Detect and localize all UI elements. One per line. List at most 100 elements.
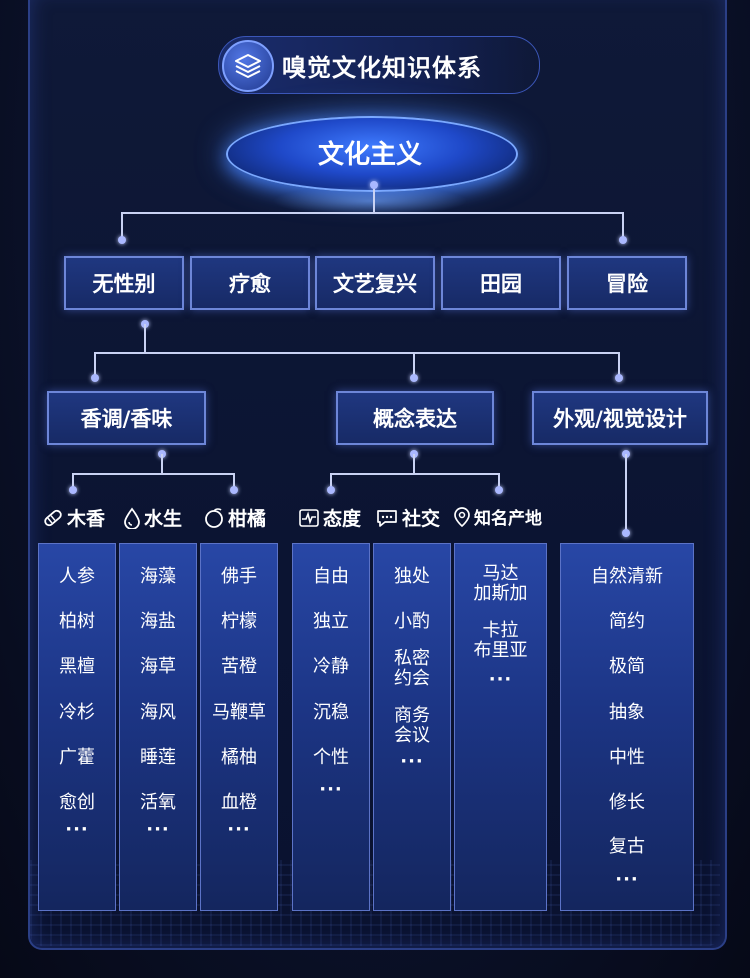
category-water: 水生: [123, 504, 182, 531]
connector-dot: [118, 236, 126, 244]
list-item: 复古: [609, 836, 645, 857]
list-item: 黑檀: [59, 656, 95, 677]
list-citrus: 佛手柠檬苦橙马鞭草橘柚血橙···: [200, 543, 278, 911]
node-healing: 疗愈: [190, 256, 310, 310]
list-item: 海盐: [140, 611, 176, 632]
list-wood: 人参柏树黑檀冷杉广藿愈创···: [38, 543, 116, 911]
list-item: 自然清新: [591, 566, 663, 587]
list-item: 商务 会议: [394, 705, 430, 746]
layers-icon: [222, 40, 274, 92]
list-item: 血橙: [221, 792, 257, 813]
list-item: 睡莲: [140, 747, 176, 768]
category-attitude: 态度: [298, 504, 361, 531]
list-item: 抽象: [609, 702, 645, 723]
chat-bubble-icon: [375, 507, 399, 529]
node-fragrance-notes: 香调/香味: [47, 391, 206, 445]
connector-dot: [410, 374, 418, 382]
list-item: 柠檬: [221, 611, 257, 632]
connector: [618, 352, 620, 376]
list-item: 海草: [140, 656, 176, 677]
list-item: 卡拉 布里亚: [473, 620, 528, 661]
list-item: 冷杉: [59, 702, 95, 723]
list-social: 独处小酌私密 约会商务 会议···: [373, 543, 451, 911]
connector: [413, 454, 415, 474]
connector: [144, 324, 146, 353]
connector-dot: [622, 529, 630, 537]
title-banner: [218, 36, 540, 94]
more-ellipsis: ···: [400, 751, 424, 772]
list-item: 小酌: [394, 611, 430, 632]
connector: [413, 352, 415, 376]
category-social: 社交: [375, 504, 440, 531]
connector: [94, 352, 96, 376]
connector-dot: [230, 486, 238, 494]
connector-dot: [69, 486, 77, 494]
list-item: 广藿: [59, 747, 95, 768]
connector: [72, 473, 74, 489]
list-item: 私密 约会: [394, 648, 430, 689]
citrus-icon: [203, 507, 225, 529]
node-genderless: 无性别: [64, 256, 184, 310]
list-item: 橘柚: [221, 747, 257, 768]
connector: [233, 473, 235, 489]
node-concept-expression: 概念表达: [336, 391, 494, 445]
category-attitude-label: 态度: [323, 508, 362, 530]
more-ellipsis: ···: [65, 819, 89, 840]
root-node-label: 文化主义: [317, 140, 422, 170]
category-social-label: 社交: [402, 508, 441, 530]
list-item: 个性: [313, 747, 349, 768]
root-glow: [272, 186, 468, 216]
pulse-chart-icon: [298, 507, 320, 529]
list-attitude: 自由独立冷静沉稳个性···: [292, 543, 370, 911]
connector: [72, 473, 235, 475]
water-drop-icon: [123, 507, 141, 529]
list-item: 海风: [140, 702, 176, 723]
more-ellipsis: ···: [488, 669, 513, 690]
list-item: 冷静: [313, 656, 349, 677]
more-ellipsis: ···: [227, 819, 251, 840]
list-origin: 马达 加斯加卡拉 布里亚 ···: [454, 543, 547, 911]
list-item: 柏树: [59, 611, 95, 632]
connector: [498, 473, 500, 489]
node-adventure: 冒险: [567, 256, 687, 310]
connector: [625, 454, 627, 532]
list-item: 佛手: [221, 566, 257, 587]
connector: [622, 212, 624, 238]
category-water-label: 水生: [144, 508, 183, 530]
connector: [121, 212, 624, 214]
connector-dot: [91, 374, 99, 382]
connector: [161, 454, 163, 474]
list-visual: 自然清新简约极简抽象中性修长复古···: [560, 543, 694, 911]
location-pin-icon: [453, 506, 471, 528]
category-citrus-label: 柑橘: [228, 508, 267, 530]
node-renaissance: 文艺复兴: [315, 256, 435, 310]
category-wood-label: 木香: [67, 508, 106, 530]
category-origin: 知名产地: [453, 504, 542, 529]
category-citrus: 柑橘: [203, 504, 266, 531]
list-water: 海藻海盐海草海风睡莲活氧···: [119, 543, 197, 911]
connector-dot: [370, 181, 378, 189]
list-item: 苦橙: [221, 656, 257, 677]
list-item: 自由: [313, 566, 349, 587]
list-item: 修长: [609, 792, 645, 813]
list-item: 海藻: [140, 566, 176, 587]
list-item: 简约: [609, 611, 645, 632]
list-item: 人参: [59, 566, 95, 587]
connector: [121, 212, 123, 238]
node-pastoral: 田园: [441, 256, 561, 310]
connector: [330, 473, 332, 489]
category-origin-label: 知名产地: [474, 509, 542, 529]
connector-dot: [495, 486, 503, 494]
list-item: 中性: [609, 747, 645, 768]
list-item: 极简: [609, 656, 645, 677]
category-wood: 木香: [42, 504, 105, 531]
list-item: 马达 加斯加: [473, 563, 528, 604]
more-ellipsis: ···: [146, 819, 170, 840]
connector-dot: [619, 236, 627, 244]
list-item: 沉稳: [313, 702, 349, 723]
more-ellipsis: ···: [319, 779, 343, 800]
connector: [94, 352, 620, 354]
page-title: 嗅觉文化知识体系: [282, 54, 482, 82]
connector-dot: [615, 374, 623, 382]
connector: [373, 188, 375, 213]
